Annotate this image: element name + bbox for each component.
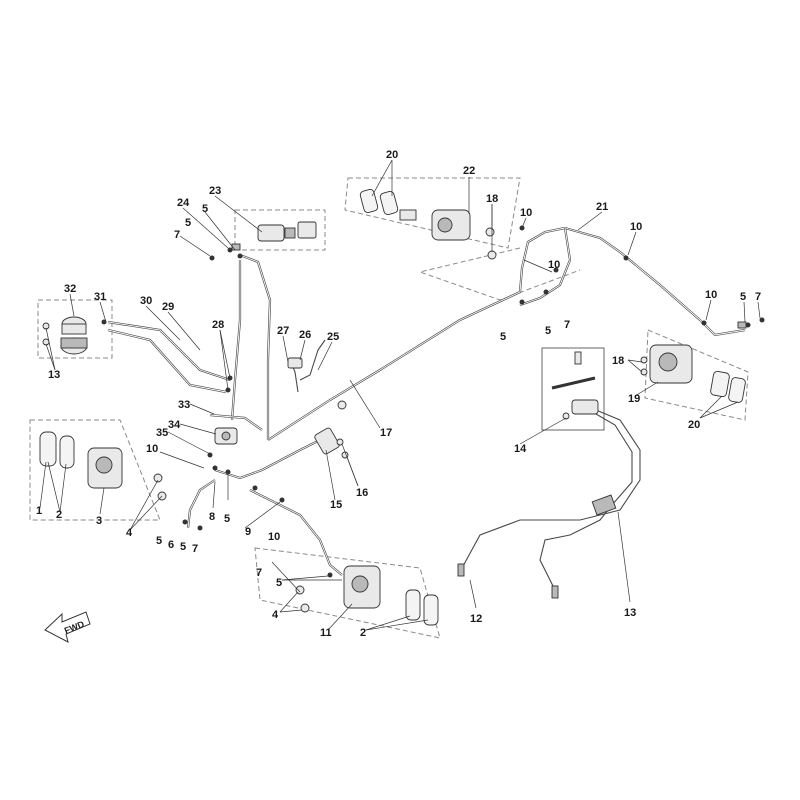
callout-19: 19: [628, 393, 640, 405]
callout-21: 21: [596, 201, 608, 213]
panel-parking-lever: [541, 347, 605, 431]
callout-10-a: 10: [520, 207, 532, 219]
brake-junction-top: [257, 221, 317, 242]
callout-7-b: 7: [564, 319, 570, 331]
rear-left-caliper: [359, 189, 497, 260]
panel-rear-connector: [418, 247, 581, 301]
forward-arrow-icon: FWD: [44, 611, 91, 643]
callout-5-e: 5: [740, 291, 746, 303]
rear-right-caliper: [640, 344, 746, 403]
callout-11: 11: [320, 627, 332, 639]
panel-outlines: [29, 177, 749, 639]
panel-front-right-caliper: [254, 547, 441, 639]
pressure-switch: [314, 400, 349, 459]
fittings: [101, 225, 765, 578]
callout-18-right: 18: [612, 355, 624, 367]
panel-rear-right-caliper: [644, 329, 749, 421]
callout-4-b: 4: [272, 609, 279, 621]
callout-31: 31: [94, 291, 106, 303]
callout-26: 26: [299, 329, 311, 341]
callout-20-top: 20: [386, 149, 398, 161]
callout-12: 12: [470, 613, 482, 625]
callout-10-f: 10: [268, 531, 280, 543]
front-right-caliper: [295, 565, 439, 626]
callout-32: 32: [64, 283, 76, 295]
callout-1: 1: [36, 505, 42, 517]
panel-rear-left-caliper: [344, 177, 521, 249]
callout-7-a: 7: [174, 229, 180, 241]
callout-16: 16: [356, 487, 368, 499]
callout-5-d: 5: [545, 325, 551, 337]
callout-7-d: 7: [192, 543, 198, 555]
callout-7-c: 7: [755, 291, 761, 303]
callout-5-h: 5: [224, 513, 230, 525]
parking-brake-cable: [457, 409, 641, 599]
brake-lines: [107, 226, 746, 576]
callout-13-b: 13: [624, 607, 636, 619]
callout-10-c: 10: [548, 259, 560, 271]
parking-brake-lever: [551, 351, 599, 420]
master-cylinder: [42, 316, 88, 355]
callout-10-b: 10: [630, 221, 642, 233]
callout-22: 22: [463, 165, 475, 177]
callout-17: 17: [380, 427, 392, 439]
callout-5-i: 5: [276, 577, 282, 589]
callout-5-a: 5: [202, 203, 208, 215]
callout-8: 8: [209, 511, 215, 523]
callout-28: 28: [212, 319, 224, 331]
callout-33: 33: [178, 399, 190, 411]
callout-5-c: 5: [500, 331, 506, 343]
callout-5-b: 5: [185, 217, 191, 229]
callout-18-top: 18: [486, 193, 498, 205]
callout-2-left: 2: [56, 509, 62, 521]
callout-15: 15: [330, 499, 342, 511]
callout-27: 27: [277, 325, 289, 337]
panel-front-left-caliper: [29, 419, 161, 521]
callout-20-right: 20: [688, 419, 700, 431]
callout-4-a: 4: [126, 527, 133, 539]
callout-10-d: 10: [705, 289, 717, 301]
callout-13-a: 13: [48, 369, 60, 381]
callout-29: 29: [162, 301, 174, 313]
callout-25: 25: [327, 331, 339, 343]
panel-top-junction: [234, 209, 326, 251]
callout-24: 24: [177, 197, 190, 209]
callout-34: 34: [168, 419, 181, 431]
callout-30: 30: [140, 295, 152, 307]
leader-lines: [39, 159, 761, 631]
callout-35: 35: [156, 427, 168, 439]
callout-2-bottom: 2: [360, 627, 366, 639]
callout-14: 14: [514, 443, 527, 455]
callout-7-e: 7: [256, 567, 262, 579]
panel-master-cylinder: [37, 299, 113, 359]
proportioning-valve: [214, 427, 238, 445]
callout-5-f: 5: [156, 535, 162, 547]
callout-numbers: 20 22 18 10 21 10 23 24 5 5 7 32 31 30 2…: [36, 149, 761, 639]
callout-3: 3: [96, 515, 102, 527]
callout-9: 9: [245, 526, 251, 538]
callout-10-e: 10: [146, 443, 158, 455]
callout-5-g: 5: [180, 541, 186, 553]
callout-6: 6: [168, 539, 174, 551]
parts: [39, 189, 765, 626]
callout-23: 23: [209, 185, 221, 197]
